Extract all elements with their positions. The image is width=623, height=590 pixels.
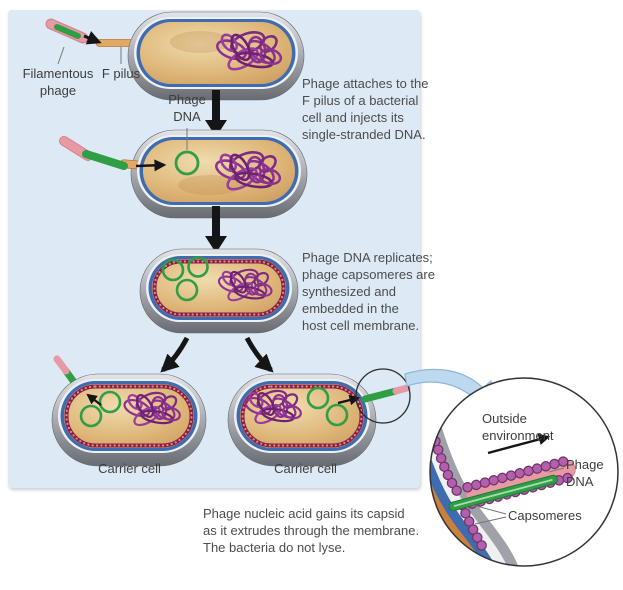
cell-stage2 [119,129,308,219]
leader-capsomeres-2 [474,516,507,525]
outside-environment-label: Outside environment [482,411,554,443]
phage-dna-circle [325,403,349,427]
caption-step3: Phage nucleic acid gains its capsid as i… [203,506,420,555]
extrusion-arrow-left [86,393,102,406]
phage-dna-circle [98,390,122,414]
filamentous-phage [45,18,89,44]
phage-dna-circle [161,258,185,282]
leader-phage-dna-zoom [548,467,565,473]
filamentous-phage-label: Filamentous phage [22,66,94,98]
phage-dna-circle [306,386,330,410]
extruding-phage-right [361,384,411,403]
capsomeres-label: Capsomeres [508,508,582,523]
phage-dna-circle [79,404,103,428]
carrier-cell-left [51,373,207,467]
extrusion-arrow-right [337,394,361,406]
branch-arrow-right [244,336,274,373]
phage-dna-zoom-label: Phage DNA [566,457,604,489]
phage-dna-circle [175,278,199,302]
leader-filamentous [57,46,65,65]
carrier-cell-right-label: Carrier cell [274,461,337,476]
outside-env-arrow [487,433,551,455]
phage-dna-circle [187,256,209,278]
phage-injecting [59,136,128,170]
down-arrow-2 [205,206,227,253]
zoom-phage [448,454,581,512]
branch-arrow-left [160,336,190,373]
cell-stage1 [127,11,305,101]
phage-dna-circle [174,150,200,176]
attach-arrow [83,31,102,45]
zoom-circle-outline [429,377,619,567]
phage-dna-label: Phage DNA [168,92,206,124]
down-arrow-1 [205,90,227,137]
leader-capsomeres-1 [468,503,507,515]
carrier-cell-right [227,373,377,467]
f-pilus-label: F pilus [101,66,141,81]
cell-stage3 [139,248,299,334]
injection-arrow [135,159,167,172]
caption-step1: Phage attaches to the F pilus of a bacte… [302,76,429,142]
carrier-cell-left-label: Carrier cell [98,461,161,476]
magnifier-circle [355,368,411,424]
caption-step2: Phage DNA replicates; phage capsomeres a… [302,250,435,333]
